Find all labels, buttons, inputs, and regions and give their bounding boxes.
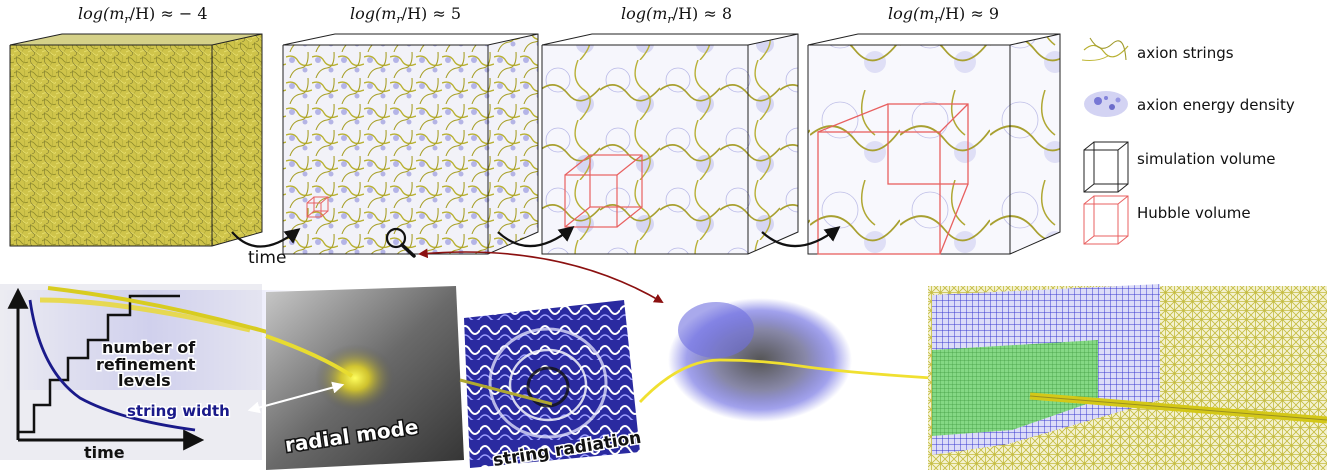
refinement-label-line1: number of <box>102 338 196 357</box>
energy-blob <box>638 298 933 422</box>
magnifier-icon <box>385 227 416 258</box>
radial-mode-plane <box>265 286 464 470</box>
time-arrow-label: time <box>248 248 287 268</box>
hubble-volume-cube-medium <box>564 154 643 228</box>
refinement-label-line2: refinement <box>96 355 196 374</box>
time-arrow-1 <box>231 228 301 248</box>
hubble-cube-swatch <box>1083 195 1129 245</box>
hubble-volume-cube-small <box>306 196 329 218</box>
panel-title-3: log(mr/H) ≈ 8 <box>621 4 733 27</box>
time-arrow-3 <box>761 226 841 248</box>
panel-title-2: log(mr/H) ≈ 5 <box>350 4 462 27</box>
simulation-cube-2 <box>282 33 539 258</box>
legend-label: Hubble volume <box>1137 204 1251 222</box>
time-axis-label: time <box>84 443 125 462</box>
legend-simulation-volume: simulation volume <box>1082 138 1322 182</box>
legend-label: simulation volume <box>1137 150 1276 168</box>
refinement-label-line3: levels <box>118 371 171 390</box>
radial-mode-label: radial mode <box>283 414 419 456</box>
simulation-cube-swatch <box>1083 141 1129 193</box>
simulation-cube-4 <box>807 33 1061 255</box>
panel-title-1: log(mr/H) ≈ − 4 <box>78 4 208 27</box>
string-radiation-panel <box>459 300 640 468</box>
legend-energy-density: axion energy density <box>1082 84 1322 128</box>
string-radiation-label: string radiation <box>492 428 643 470</box>
simulation-cube-1 <box>9 33 263 247</box>
axion-strings-swatch <box>1081 37 1129 61</box>
refinement-inset <box>0 284 262 460</box>
hubble-volume-cube-large <box>817 103 969 255</box>
time-arrow-2 <box>497 226 575 248</box>
panel-title-4: log(mr/H) ≈ 9 <box>888 4 1000 27</box>
string-width-curve <box>28 299 196 432</box>
refinement-staircase <box>18 294 180 434</box>
zoom-link-arrow <box>418 248 664 303</box>
string-width-label: string width <box>127 402 230 420</box>
simulation-cube-3 <box>541 33 799 255</box>
energy-density-swatch <box>1084 91 1128 117</box>
legend-axion-strings: axion strings <box>1082 32 1322 76</box>
legend-label: axion strings <box>1137 44 1234 62</box>
legend-hubble-volume: Hubble volume <box>1082 192 1322 236</box>
legend-label: axion energy density <box>1137 96 1295 114</box>
refinement-grid <box>928 284 1327 470</box>
string-width-arrow <box>247 381 345 414</box>
